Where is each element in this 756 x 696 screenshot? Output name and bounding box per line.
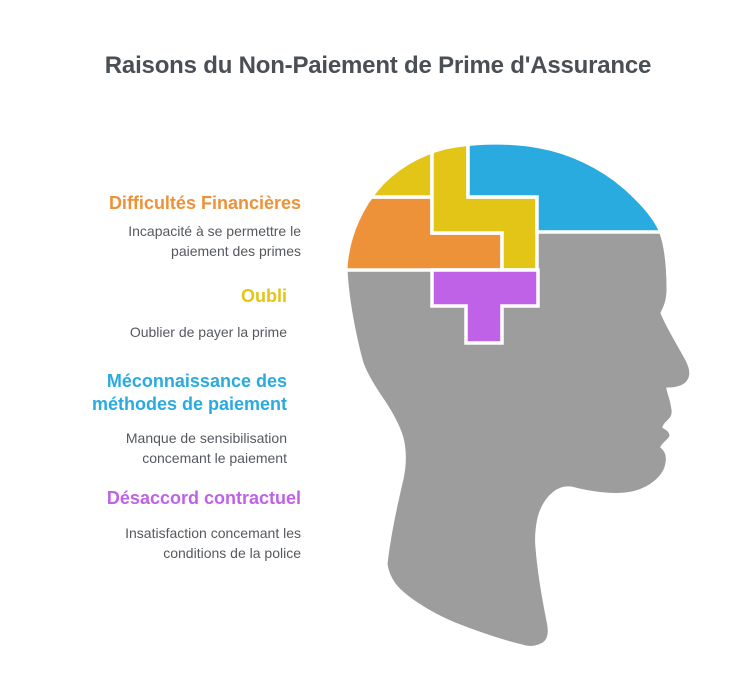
- reason-description-desaccord: Insatisfaction concemant les conditions …: [0, 523, 301, 563]
- reason-description-line: Oublier de payer la prime: [129, 324, 287, 340]
- reason-description-line: paiement des primes: [171, 243, 301, 259]
- reason-heading-line: Oubli: [241, 286, 287, 306]
- reason-description-line: Insatisfaction concemant les: [125, 525, 301, 541]
- reason-heading-line: Difficultés Financières: [108, 193, 301, 213]
- reason-heading-meconnaissance: Méconnaissance des méthodes de paiement: [0, 370, 287, 416]
- reason-description-line: conditions de la police: [163, 545, 301, 561]
- reason-heading-oubli: Oubli: [0, 285, 287, 308]
- reason-heading-line: méthodes de paiement: [91, 394, 287, 414]
- piece-purple-desaccord: [430, 268, 540, 345]
- reason-description-line: Manque de sensibilisation: [125, 430, 287, 446]
- piece-yellow-corner-oubli: [346, 143, 434, 199]
- reason-description-line: Incapacité à se permettre le: [128, 223, 301, 239]
- head-outline: [344, 141, 693, 649]
- reason-description-oubli: Oublier de payer la prime: [0, 322, 287, 342]
- reason-heading-line: Méconnaissance des: [106, 371, 287, 391]
- reason-description-line: concemant le paiement: [142, 450, 287, 466]
- reason-heading-difficultes-financieres: Difficultés Financières: [0, 192, 301, 215]
- reason-description-difficultes-financieres: Incapacité à se permettre le paiement de…: [0, 221, 301, 261]
- reason-heading-line: Désaccord contractuel: [106, 488, 301, 508]
- page-title: Raisons du Non-Paiement de Prime d'Assur…: [104, 52, 652, 79]
- reason-heading-desaccord: Désaccord contractuel: [0, 487, 301, 510]
- reason-description-meconnaissance: Manque de sensibilisation concemant le p…: [0, 428, 287, 468]
